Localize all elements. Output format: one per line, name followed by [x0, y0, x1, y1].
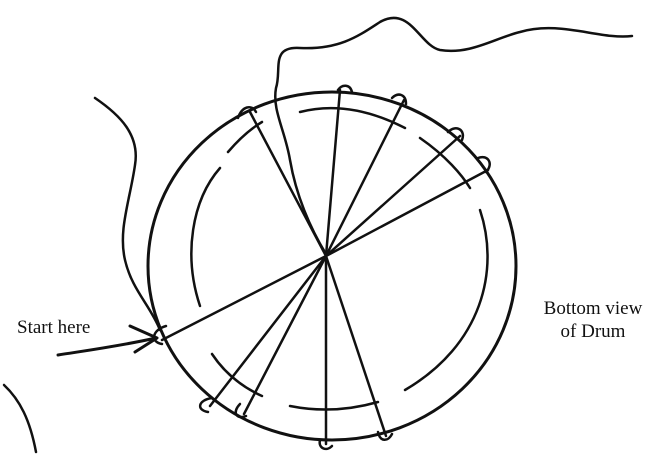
drum-caption: Bottom view of Drum: [528, 297, 658, 343]
lacing-lines: [162, 90, 488, 444]
caption-line-2: of Drum: [528, 320, 658, 343]
start-here-label: Start here: [17, 317, 90, 339]
edge-curve-left: [4, 385, 36, 452]
drum-inner-rim: [191, 108, 487, 409]
drum-outer-rim: [148, 92, 516, 440]
caption-line-1: Bottom view: [528, 297, 658, 320]
